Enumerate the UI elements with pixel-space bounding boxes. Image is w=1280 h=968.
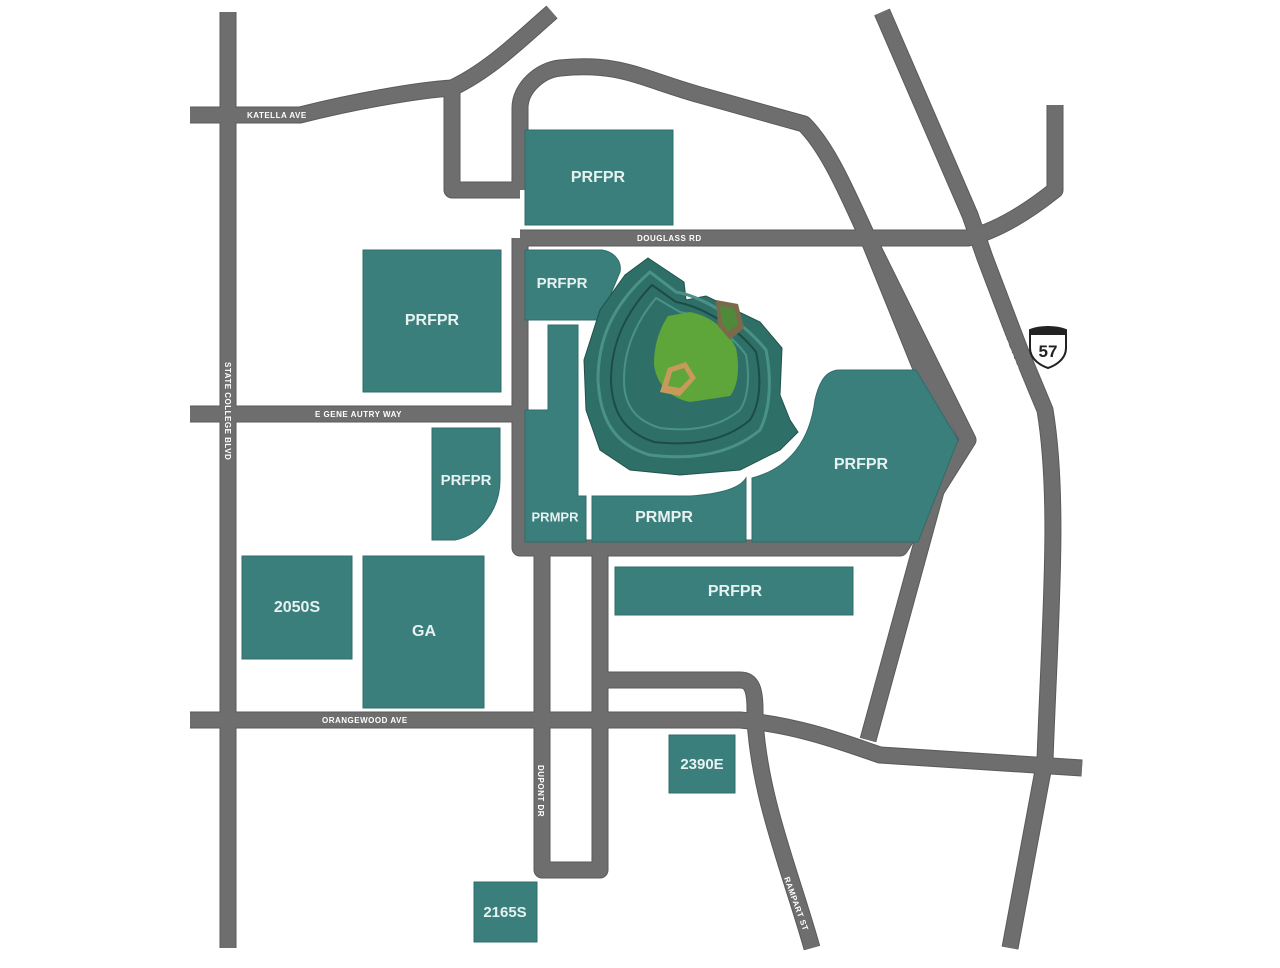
svg-text:2390E: 2390E bbox=[680, 756, 723, 773]
road-label-katella: KATELLA AVE bbox=[247, 111, 307, 120]
svg-text:PRFPR: PRFPR bbox=[405, 312, 460, 329]
svg-text:PRMPR: PRMPR bbox=[635, 509, 693, 526]
svg-text:GA: GA bbox=[412, 623, 436, 640]
stadium-icon bbox=[583, 257, 799, 476]
svg-text:2050S: 2050S bbox=[274, 599, 321, 616]
road-label-douglass: DOUGLASS RD bbox=[637, 234, 702, 243]
lot-2050s[interactable]: 2050S bbox=[241, 555, 353, 660]
svg-text:PRMPR: PRMPR bbox=[532, 509, 580, 524]
lot-2390e[interactable]: 2390E bbox=[668, 734, 736, 794]
lot-east-large[interactable]: PRFPR bbox=[751, 369, 959, 543]
road-label-dupont: DUPONT DR bbox=[536, 765, 545, 817]
lot-south[interactable]: PRFPR bbox=[614, 566, 854, 616]
shield-number: 57 bbox=[1039, 342, 1058, 361]
road-label-orangewood: ORANGEWOOD AVE bbox=[322, 716, 408, 725]
svg-text:PRFPR: PRFPR bbox=[834, 456, 889, 473]
svg-text:PRFPR: PRFPR bbox=[571, 169, 626, 186]
lot-2165s[interactable]: 2165S bbox=[473, 881, 538, 943]
interstate-57-shield-icon: 57 bbox=[1029, 326, 1067, 370]
road-label-gene-autry: E GENE AUTRY WAY bbox=[315, 410, 402, 419]
svg-text:PRFPR: PRFPR bbox=[441, 472, 492, 489]
lot-west-large[interactable]: PRFPR bbox=[362, 249, 502, 393]
svg-text:PRFPR: PRFPR bbox=[537, 275, 588, 292]
svg-text:PRFPR: PRFPR bbox=[708, 583, 763, 600]
svg-text:2165S: 2165S bbox=[483, 904, 526, 921]
road-label-state-college: STATE COLLEGE BLVD bbox=[223, 362, 232, 460]
parking-lots: PRFPR PRFPR PRFPR PRFPR PRFPR PRFPR PRMP… bbox=[241, 129, 959, 943]
lot-ga[interactable]: GA bbox=[362, 555, 485, 709]
lot-west-small[interactable]: PRFPR bbox=[431, 427, 501, 541]
lot-prmpr-small[interactable]: PRMPR bbox=[524, 324, 587, 543]
road-network bbox=[190, 5, 1083, 951]
lot-north[interactable]: PRFPR bbox=[524, 129, 674, 226]
lot-prmpr-large[interactable]: PRMPR bbox=[591, 476, 747, 543]
